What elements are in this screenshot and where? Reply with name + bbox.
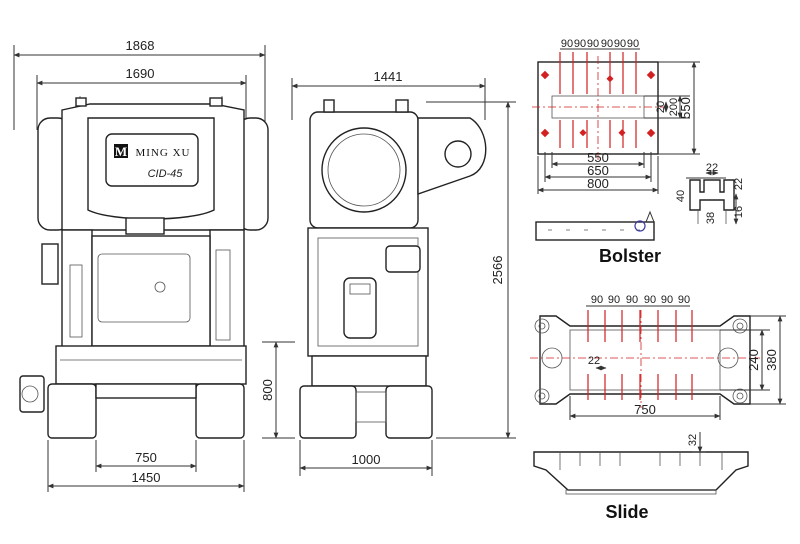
dim-label-32: 32: [687, 434, 699, 446]
dim-front-bottom-height: 800: [260, 341, 295, 439]
dim-label-1450: 1450: [132, 470, 161, 485]
dim-side-depth: 1441: [291, 69, 486, 120]
slide-view: 90 90 90 90 90 90 22: [530, 294, 786, 522]
dim-label-22-slide: 22: [588, 355, 600, 367]
bolster-spacing-2: 90: [574, 38, 586, 50]
dim-label-800: 800: [260, 379, 275, 401]
dim-label-16: 16: [733, 206, 745, 218]
dim-label-40: 40: [675, 190, 687, 202]
dim-label-1441: 1441: [374, 69, 403, 84]
side-view: 1441: [291, 69, 516, 476]
side-press-body: [299, 99, 487, 439]
logo-letter: M: [115, 144, 127, 159]
dim-bolster-width-800: 800: [537, 156, 659, 194]
bolster-spacing-5: 90: [614, 38, 626, 50]
front-view: 1868 1690 M MING XU CID-45: [13, 38, 295, 492]
bolster-slot-spacing: 90 90 90 90 90 90: [560, 38, 640, 50]
bolster-view: 90 90 90 90 90 90 550: [532, 38, 745, 266]
slide-caption: Slide: [605, 502, 648, 522]
dim-front-frame-width: 1690: [36, 66, 247, 130]
dim-slide-depth: 240 380: [720, 315, 786, 405]
bolster-spacing-3: 90: [587, 38, 599, 50]
slide-spacing-4: 90: [644, 294, 656, 306]
slide-spacing-6: 90: [678, 294, 690, 306]
bolster-caption: Bolster: [599, 246, 661, 266]
dim-label-200: 200: [668, 98, 680, 116]
dim-label-22-side: 22: [733, 178, 745, 190]
slide-bolt-holes: [534, 318, 748, 404]
dim-label-550-depth: 550: [678, 97, 693, 119]
dim-label-750: 750: [135, 450, 157, 465]
dim-slide-width: 750: [569, 396, 721, 420]
dim-front-foot-spacing: 750: [95, 440, 197, 472]
front-press-body: M MING XU CID-45: [19, 96, 269, 439]
slide-spacing-1: 90: [591, 294, 603, 306]
slide-spacing-3: 90: [626, 294, 638, 306]
dim-label-1868: 1868: [126, 38, 155, 53]
dim-slide-slot-width: 22: [588, 355, 607, 371]
slide-spacing-5: 90: [661, 294, 673, 306]
dim-side-total-height: 2566: [426, 101, 516, 439]
bolster-t-slot-detail: 22 40 38 16 22: [675, 162, 745, 225]
dim-bolster-depth: 20 200 550: [644, 61, 700, 155]
bolster-spacing-1: 90: [561, 38, 573, 50]
logo-text: MING XU: [136, 147, 191, 159]
dim-label-20: 20: [655, 101, 667, 113]
dim-label-1690: 1690: [126, 66, 155, 81]
dim-label-650: 650: [587, 163, 609, 178]
bolster-spacing-6: 90: [627, 38, 639, 50]
slide-spacing-2: 90: [608, 294, 620, 306]
dim-label-750-slide: 750: [634, 402, 656, 417]
model-text: CID-45: [148, 168, 184, 180]
dim-side-base-depth: 1000: [299, 440, 433, 476]
slide-side-profile: 32: [533, 432, 749, 495]
dim-label-240: 240: [746, 349, 761, 371]
dim-front-overall-width: 1868: [13, 38, 266, 130]
bolster-side-profile: [535, 210, 655, 241]
dim-label-380: 380: [764, 349, 779, 371]
dim-label-1000: 1000: [352, 452, 381, 467]
dim-bolster-width-550: 550: [551, 150, 645, 168]
dim-bolster-width-650: 650: [544, 152, 652, 182]
slide-slot-spacing: 90 90 90 90 90 90: [586, 294, 690, 307]
dim-label-2566: 2566: [490, 256, 505, 285]
dim-label-38: 38: [705, 212, 717, 224]
dim-front-base-width: 1450: [47, 440, 245, 492]
slide-t-slots: [587, 310, 693, 400]
dim-label-800-width: 800: [587, 176, 609, 191]
bolster-spacing-4: 90: [601, 38, 613, 50]
dim-label-550-width: 550: [587, 150, 609, 165]
dim-label-22-top: 22: [706, 162, 718, 174]
